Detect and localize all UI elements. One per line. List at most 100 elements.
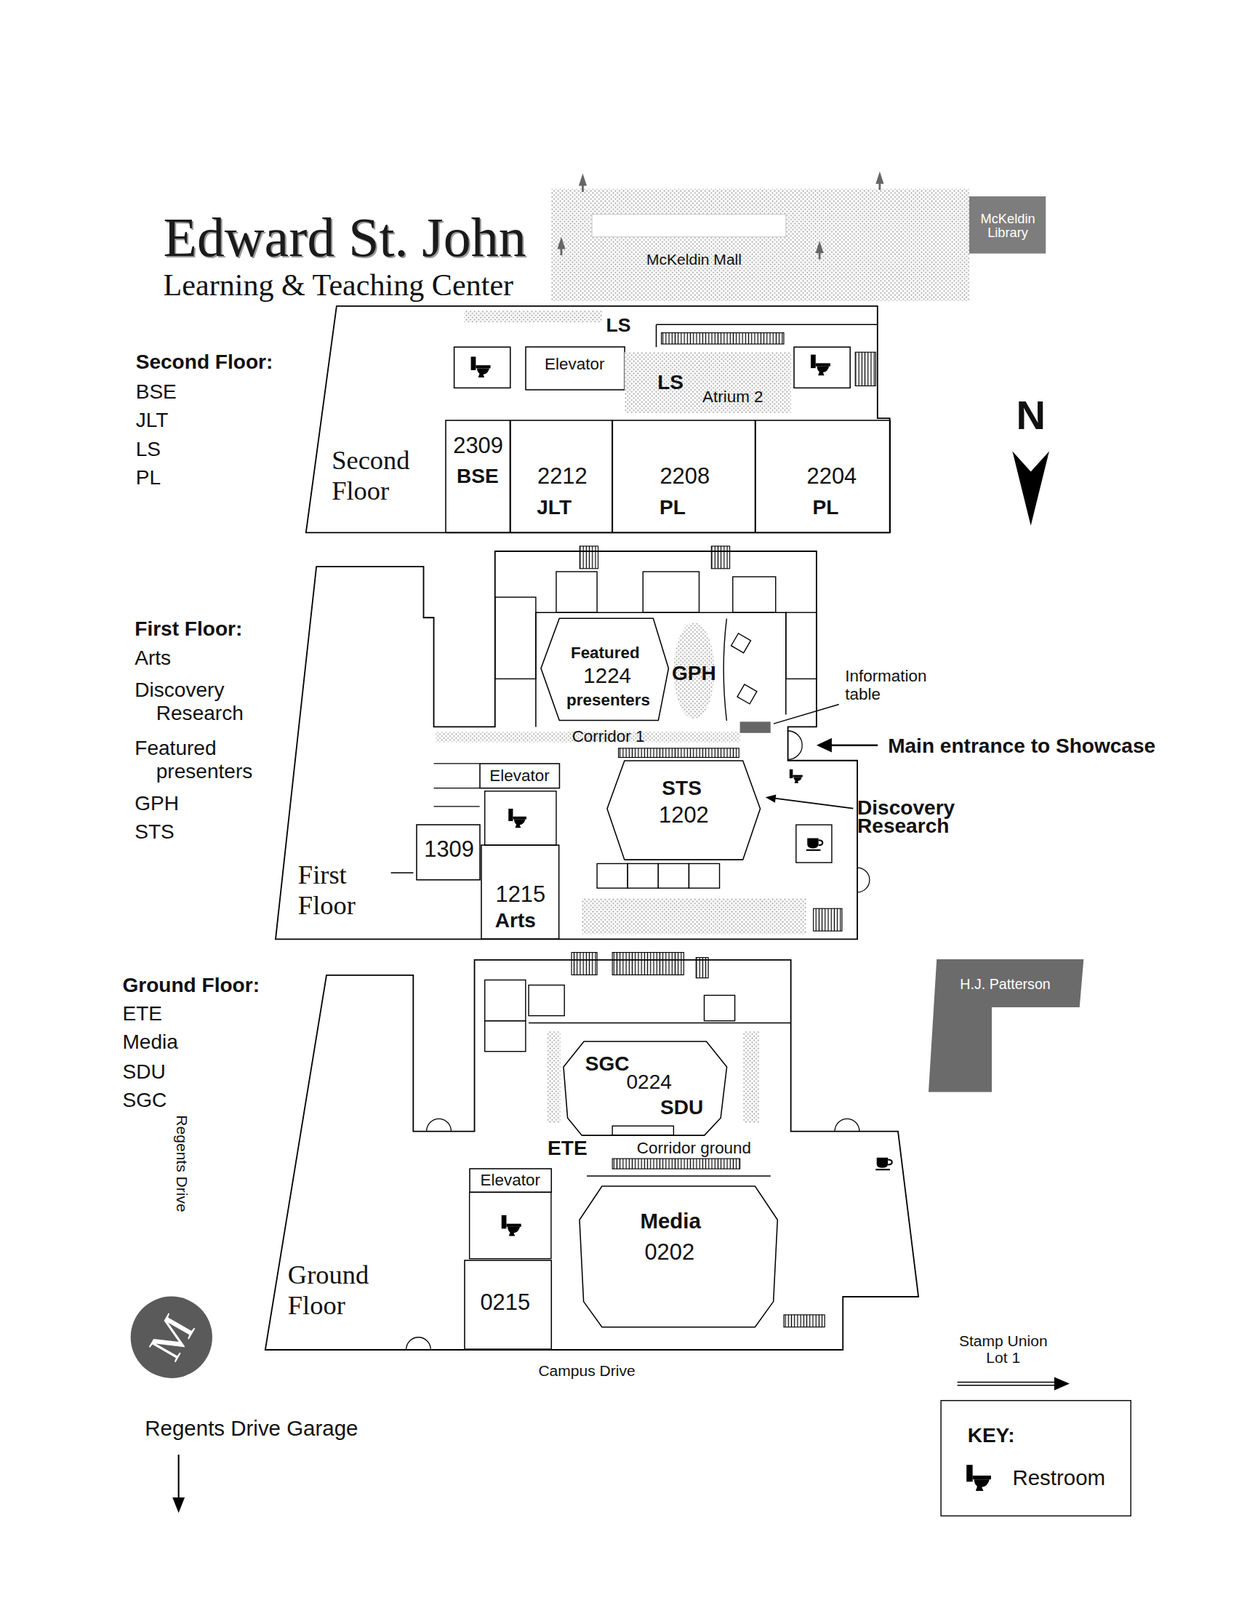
title-holder: Edward St. John — [163, 205, 527, 268]
label-holder: ETE — [122, 1001, 163, 1025]
node-outline — [525, 346, 625, 390]
floor-outline: Second FloorElevatorLSAtrium 22309BSE221… — [303, 303, 890, 533]
node-outline — [416, 824, 480, 880]
text-holder: 2204 — [807, 463, 858, 490]
elevator-room: Elevator — [479, 763, 560, 789]
wall-line — [656, 324, 879, 326]
node-outline — [275, 551, 858, 939]
floor-list-item: Featured presenters — [134, 736, 272, 783]
tree-icon — [556, 237, 565, 256]
node-outline — [469, 1168, 552, 1192]
direction-arrow — [957, 1384, 1058, 1386]
room-label: McKeldin Mall — [646, 250, 742, 269]
label-holder: Media — [122, 1030, 178, 1053]
text-holder: Elevator — [544, 354, 605, 374]
room: 1215Arts — [481, 844, 560, 939]
arrow-head — [172, 1497, 185, 1513]
text-holder: PL — [659, 495, 686, 519]
neighbor-building: H.J. Patterson — [928, 959, 1084, 1092]
text-holder: JLT — [536, 495, 572, 519]
label-holder: ETE — [547, 1136, 588, 1160]
floor-outline: First FloorFeatured1224presentersSTS1202… — [275, 551, 858, 939]
room-label: H.J. Patterson — [959, 975, 1050, 992]
restroom-room — [484, 791, 557, 845]
room-label: Atrium 2 — [702, 387, 764, 406]
label-holder: Campus Drive — [538, 1361, 635, 1380]
arrow-head — [816, 738, 832, 753]
floor-list-item: GPH — [134, 791, 179, 815]
node-outline — [755, 420, 890, 533]
room-label: First Floor — [298, 859, 370, 921]
wall-line — [434, 805, 480, 807]
text-holder: McKeldin Library — [972, 211, 1044, 240]
label-holder: First Floor: — [134, 617, 243, 640]
node-shape — [275, 551, 858, 939]
small-room — [596, 863, 628, 888]
room-label: Arts — [495, 908, 536, 932]
room: 1309 — [416, 824, 480, 880]
leader-line — [773, 704, 840, 725]
floor-list-item: STS — [134, 820, 175, 843]
direction-arrow — [957, 1381, 1058, 1383]
area-code: LS — [606, 314, 632, 337]
floor-list-item: SGC — [122, 1088, 167, 1112]
floor-list-item: SDU — [122, 1060, 166, 1083]
room-label: PL — [812, 495, 840, 519]
stairs — [618, 748, 740, 758]
cafe-room — [796, 824, 832, 863]
restroom-icon — [789, 769, 803, 784]
text-holder: Media — [639, 1208, 701, 1233]
room-label: 0224 — [626, 1070, 672, 1093]
floor-list-item: ETE — [122, 1001, 163, 1025]
subtitle: Learning & Teaching Center — [163, 267, 515, 302]
wall-line — [434, 762, 480, 764]
callout-label: Discovery Research — [857, 798, 990, 836]
callout-label: Main entrance to Showcase — [887, 734, 1156, 757]
node-outline — [612, 420, 755, 533]
node-outline — [540, 618, 669, 721]
floor-list-item: PL — [135, 466, 161, 489]
door-arc — [857, 867, 870, 893]
direction-label: Stamp Union Lot 1 — [952, 1332, 1055, 1367]
octagon-room: Media 0202 — [579, 1185, 778, 1327]
area-code: GPH — [671, 662, 717, 685]
stage-tab — [612, 1125, 674, 1136]
door-arc — [834, 1118, 860, 1131]
floor-heading: Second Floor: — [135, 351, 274, 374]
wall-line — [528, 1022, 792, 1024]
elevator-room: Elevator — [525, 346, 625, 390]
floor-list-item: BSE — [135, 380, 177, 403]
room-label: SGC — [585, 1052, 630, 1075]
restroom-icon — [810, 354, 831, 376]
small-room — [688, 863, 720, 888]
room-label: Ground Floor — [287, 1259, 385, 1321]
room-label: 1224 — [583, 663, 632, 688]
text-holder: 2212 — [537, 463, 588, 490]
text-holder: 0202 — [644, 1239, 695, 1266]
text-holder: Elevator — [489, 766, 549, 785]
label-holder: KEY: — [967, 1423, 1016, 1447]
node-outline — [464, 1260, 552, 1349]
room-label: STS — [661, 776, 702, 800]
arrow-head — [765, 794, 777, 803]
text-holder: Featured — [570, 644, 640, 663]
room-label: 2309 — [452, 433, 504, 459]
corridor-stipple — [743, 1031, 760, 1123]
room-label: Second Floor — [331, 444, 429, 507]
elevator-room: Elevator — [469, 1168, 552, 1192]
text-holder: STS — [661, 776, 702, 800]
plan-layer — [130, 171, 1132, 1517]
label-holder: Learning & Teaching Center — [163, 267, 515, 302]
node-shape — [303, 303, 890, 533]
text-holder: McKeldin Mall — [646, 250, 742, 269]
label-holder: Discovery Research — [857, 798, 990, 836]
area-code: ETE — [547, 1136, 588, 1160]
floor-list-item: JLT — [135, 409, 169, 432]
text-holder: 2208 — [659, 463, 710, 490]
restroom-room — [454, 346, 511, 388]
tree-icon — [815, 240, 824, 259]
label-holder: LS — [135, 437, 161, 461]
room: 2212JLT — [510, 420, 613, 533]
room-label: McKeldin Library — [972, 211, 1044, 240]
lobby-stipple — [581, 897, 807, 934]
